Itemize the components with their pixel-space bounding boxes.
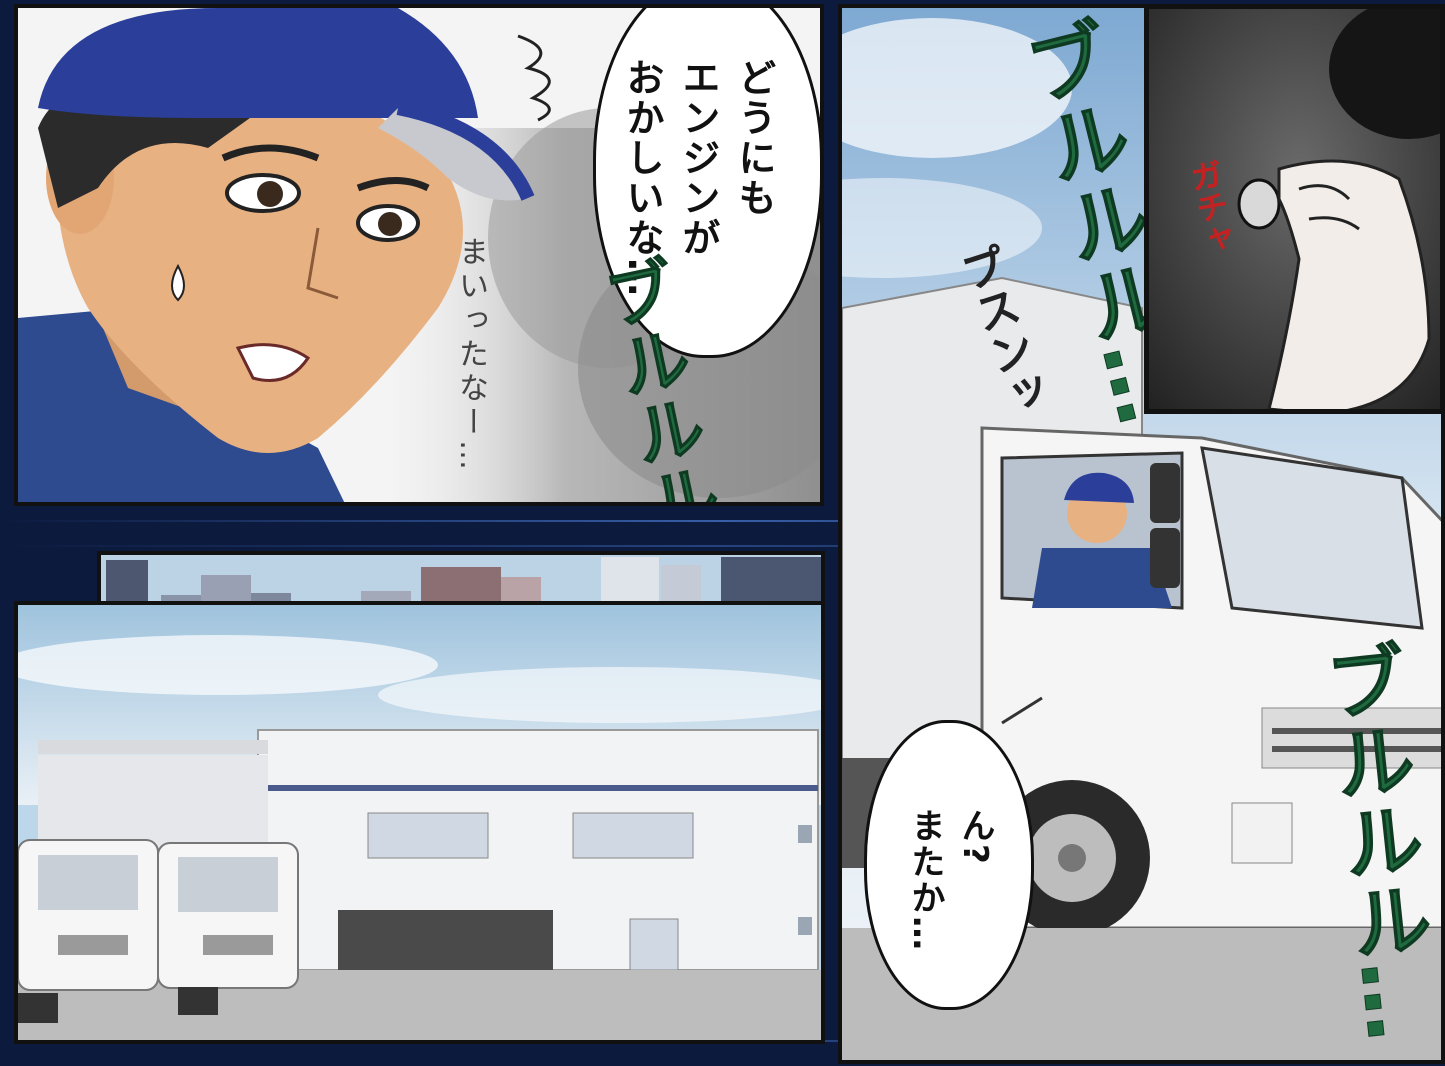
speech-text: ん? またか… xyxy=(905,808,995,952)
speech-bubble xyxy=(593,8,820,358)
bg-streak xyxy=(0,545,1445,547)
mutter-text: まいったなー… xyxy=(453,236,488,474)
bg-streak xyxy=(0,520,1445,522)
panel-truck: ブルルル… プスンッ ブルルル… ん? またか… xyxy=(838,4,1445,1064)
speech-bubble xyxy=(864,720,1034,1010)
warehouse-illustration xyxy=(18,605,821,1040)
panel-warehouse xyxy=(14,601,825,1044)
ignition-illustration xyxy=(1149,9,1440,409)
panel-ignition: ガチャ xyxy=(1144,4,1445,414)
panel-face: どうにも エンジンが おかしいな… まいったなー… ブルルル… xyxy=(14,4,824,506)
speech-text: どうにも エンジンが おかしいな… xyxy=(620,58,776,298)
